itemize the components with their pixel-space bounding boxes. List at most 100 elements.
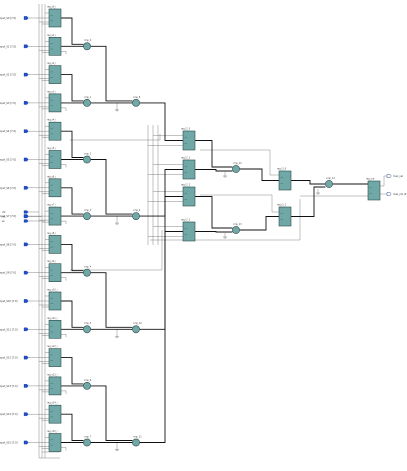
input-port-label: Input_S8 [7:0]	[0, 243, 16, 246]
control-port	[23, 214, 29, 219]
input-port	[23, 355, 29, 360]
input-port	[23, 412, 29, 416]
data-wire	[90, 272, 133, 328]
operator-block	[83, 99, 91, 107]
control-wire-layer	[28, 4, 387, 459]
control-wire	[70, 230, 163, 271]
register-title: reg_l2_3	[181, 219, 191, 222]
register-title: reg_l2_0	[181, 128, 191, 131]
register-title: reg_out	[366, 178, 374, 181]
input-port-label: Input_S10 [7:0]	[0, 300, 17, 303]
register-block	[48, 433, 62, 452]
control-port-label: en	[2, 220, 5, 223]
register-title: reg_s5_i	[47, 147, 56, 150]
input-port-label: Input_S2 [7:0]	[0, 74, 16, 77]
control-wire	[61, 447, 67, 451]
input-port-label: Input_S11 [7:0]	[0, 328, 17, 331]
control-wire	[61, 334, 67, 338]
data-wire	[139, 102, 183, 141]
data-wire	[61, 74, 84, 102]
operator-title: cmp_11	[133, 435, 142, 438]
register-block	[48, 150, 62, 169]
operator-block	[325, 180, 333, 188]
control-port-label: rst	[2, 216, 5, 219]
block-layer	[23, 8, 392, 452]
input-port	[23, 157, 29, 162]
input-port	[23, 384, 29, 388]
data-wire	[61, 17, 84, 45]
register-title: reg_s0_i	[47, 6, 56, 9]
register-title: reg_s9_i	[47, 260, 56, 263]
operator-title: cmp_0	[84, 39, 92, 42]
data-wire	[195, 231, 233, 233]
register-block	[48, 263, 62, 283]
data-wire	[291, 186, 326, 217]
operator-block	[132, 212, 140, 220]
input-port	[23, 101, 29, 105]
data-wire-layer	[61, 17, 368, 443]
input-port	[23, 242, 29, 247]
operator-block	[83, 42, 91, 51]
operator-block	[232, 165, 240, 173]
operator-title: cmp_10	[133, 322, 142, 325]
input-port-label: Input_S14 [7:0]	[0, 413, 17, 416]
operator-block	[83, 438, 91, 447]
operator-title: cmp_13	[233, 223, 242, 226]
data-wire	[61, 243, 84, 272]
register-block	[48, 206, 62, 226]
control-port	[23, 219, 29, 223]
input-port-label: Input_S7 [7:0]	[0, 215, 16, 218]
input-port-label: Input_S13 [7:0]	[0, 385, 17, 388]
register-title: reg_l3_0	[277, 168, 287, 171]
input-port	[23, 440, 29, 445]
register-block	[48, 178, 62, 198]
input-port	[23, 16, 29, 20]
operator-block	[232, 226, 240, 234]
register-title: reg_s2_i	[47, 62, 56, 65]
operator-title: cmp_2	[84, 152, 92, 155]
data-wire	[291, 180, 326, 185]
control-port	[23, 210, 29, 214]
operator-title: cmp_1	[84, 96, 92, 99]
input-port-label: Input_S0 [7:0]	[0, 17, 16, 20]
register-title: reg_s12_i	[47, 345, 58, 348]
register-block	[48, 235, 62, 254]
register-title: reg_s7_i	[47, 204, 56, 207]
control-wire	[61, 51, 67, 55]
register-block	[182, 186, 196, 207]
input-port-label: Input_S6 [7:0]	[0, 187, 16, 190]
operator-block	[132, 438, 140, 447]
operator-block	[83, 268, 91, 277]
control-wire	[61, 164, 67, 168]
register-title: reg_s6_i	[47, 175, 56, 178]
register-block	[182, 221, 196, 242]
input-port	[23, 327, 29, 332]
output-port	[386, 192, 392, 196]
register-block	[278, 206, 292, 227]
input-port	[23, 44, 29, 49]
input-port-label: Input_S12 [7:0]	[0, 357, 17, 360]
register-title: reg_s10_i	[47, 289, 58, 292]
operator-block	[83, 325, 91, 334]
operator-title: cmp_5	[84, 322, 92, 325]
input-port-label: Input_S15 [7:0]	[0, 442, 17, 445]
operator-title: cmp_12	[233, 162, 242, 165]
data-wire	[195, 169, 233, 172]
data-wire	[195, 140, 233, 168]
register-title: reg_l3_1	[277, 204, 287, 207]
input-port	[23, 270, 29, 275]
input-port-label: Input_S4 [7:0]	[0, 130, 16, 133]
data-wire	[61, 413, 84, 441]
control-wire	[380, 175, 387, 187]
input-port	[23, 72, 29, 77]
operator-title: cmp_14	[326, 177, 335, 180]
register-title: reg_l2_2	[181, 184, 191, 187]
register-block	[48, 93, 62, 113]
output-port-label: max_idx [3:0]	[393, 193, 407, 196]
output-port-label: max_val	[393, 175, 403, 178]
operator-title: cmp_9	[133, 209, 141, 212]
register-title: reg_s8_i	[47, 232, 56, 235]
control-wire	[61, 107, 67, 111]
register-title: reg_s13_i	[47, 373, 58, 376]
